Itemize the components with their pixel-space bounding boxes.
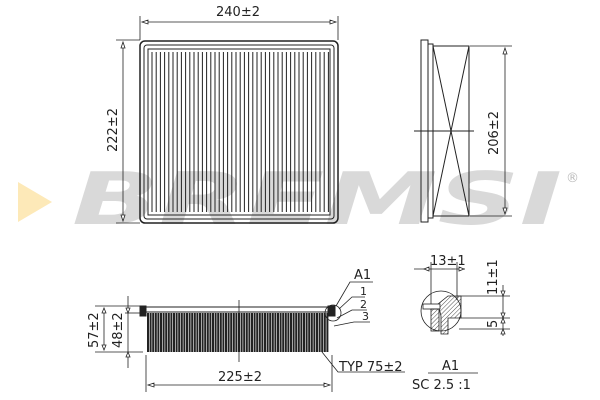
top-height-dim: 222±2 xyxy=(106,108,121,152)
length-dim: 225±2 xyxy=(218,370,262,385)
pleats-pattern xyxy=(151,52,329,212)
detail-gap-dim: 5 xyxy=(486,320,501,328)
detail-ref-label: A1 xyxy=(354,268,371,283)
registered-mark: ® xyxy=(566,171,579,186)
detail-title: A1 xyxy=(442,359,459,374)
side-view xyxy=(414,39,512,223)
watermark-text: BREMSI xyxy=(72,157,562,241)
callout-3: 3 xyxy=(362,310,369,323)
side-height-dim: 206±2 xyxy=(487,111,502,155)
bremsi-watermark: BREMSI ® xyxy=(18,157,579,241)
pleat-count-note: TYP 75±2 xyxy=(338,360,403,375)
front-section-view xyxy=(95,281,405,392)
watermark-triangle-icon xyxy=(18,182,52,222)
detail-scale: SC 2.5 :1 xyxy=(412,378,471,393)
detail-width-dim: 13±1 xyxy=(430,254,466,269)
total-height-dim: 57±2 xyxy=(87,312,102,348)
top-width-dim: 240±2 xyxy=(216,5,260,20)
callout-1: 1 xyxy=(360,285,367,298)
top-view xyxy=(116,16,339,224)
detail-height-dim: 11±1 xyxy=(486,259,501,295)
detail-a1-view xyxy=(414,262,510,374)
callout-2: 2 xyxy=(360,298,367,311)
pleat-height-dim: 48±2 xyxy=(111,312,126,348)
